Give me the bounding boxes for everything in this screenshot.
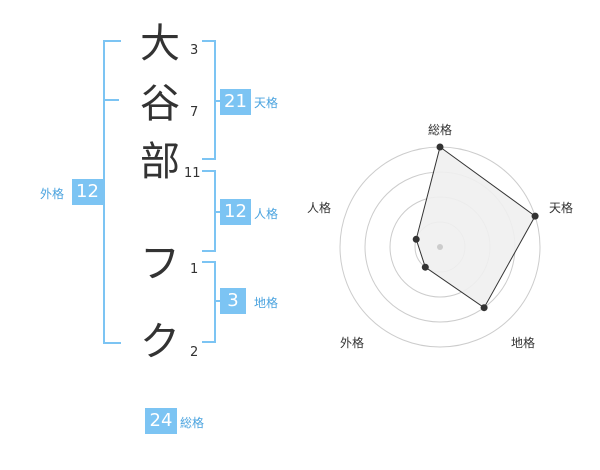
tenkaku-value: 21 [220, 89, 251, 115]
radar-point-4 [421, 263, 429, 271]
stroke-count-2: 7 [190, 105, 199, 120]
radar-center-point [437, 244, 443, 250]
radar-chart [339, 143, 541, 348]
chikaku-label: 地格 [254, 296, 279, 310]
radar-axis-label-2: 天格 [549, 201, 574, 215]
stroke-count-3: 11 [184, 166, 201, 181]
stroke-count-1: 3 [190, 43, 199, 58]
gaikaku-value: 12 [72, 179, 103, 205]
jinkaku-label: 人格 [254, 207, 279, 221]
tenkaku-connector [214, 100, 220, 102]
radar-point-1 [436, 143, 444, 151]
name-char-2: 谷 [140, 81, 180, 127]
name-char-5: ク [140, 319, 180, 365]
chikaku-bracket [202, 261, 216, 343]
radar-axis-label-4: 外格 [340, 336, 365, 350]
radar-point-5 [412, 235, 420, 243]
gaikaku-bracket [103, 40, 121, 344]
jinkaku-value: 12 [220, 199, 251, 225]
soukaku-label: 総格 [180, 416, 205, 430]
radar-axis-label-5: 人格 [307, 201, 332, 215]
stroke-count-5: 2 [190, 345, 199, 360]
radar-axis-label-1: 総格 [428, 123, 453, 137]
soukaku-value: 24 [145, 408, 177, 434]
chikaku-connector [214, 300, 220, 302]
jinkaku-connector [214, 211, 220, 213]
name-char-1: 大 [140, 21, 180, 67]
chikaku-value: 3 [220, 288, 246, 314]
radar-point-2 [531, 212, 539, 220]
name-char-4: フ [140, 241, 180, 287]
radar-axis-label-3: 地格 [511, 336, 536, 350]
radar-point-3 [480, 304, 488, 312]
gaikaku-bracket-tick [103, 99, 119, 101]
stroke-count-4: 1 [190, 262, 199, 277]
tenkaku-label: 天格 [254, 96, 279, 110]
radar-series-polygon [415, 146, 536, 309]
name-char-3: 部 [140, 139, 180, 185]
gaikaku-label: 外格 [40, 187, 65, 201]
